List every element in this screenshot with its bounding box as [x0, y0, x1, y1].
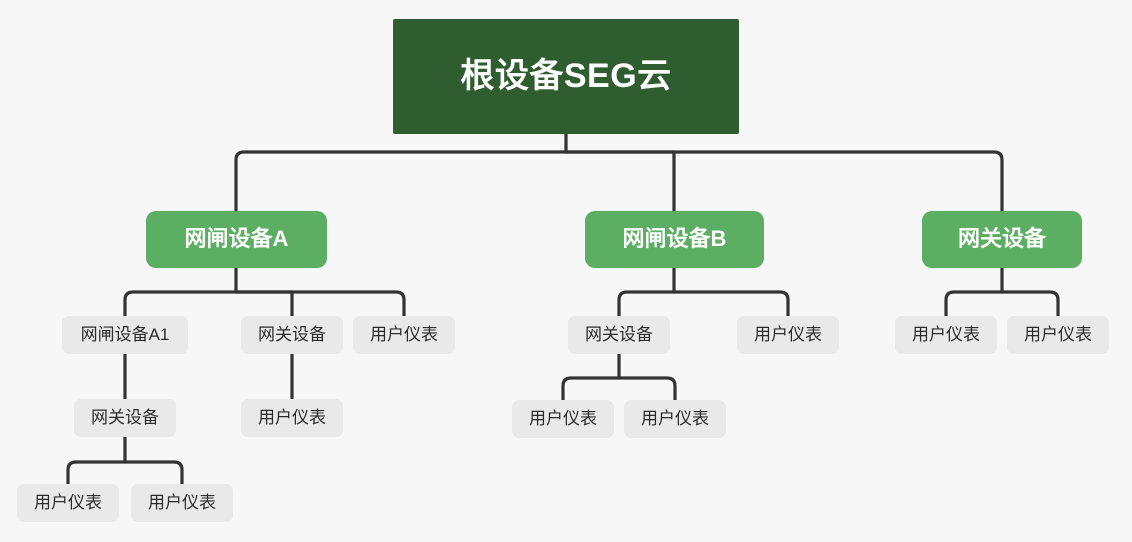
- node-leaf-b-gateway-meter-1[interactable]: 用户仪表: [512, 400, 614, 438]
- connector-b-gateway-to-meter-2: [617, 376, 677, 402]
- node-leaf-c-meter-1[interactable]: 用户仪表: [895, 316, 997, 354]
- connector-a-to-a2: [234, 290, 294, 318]
- node-leaf-b-meter[interactable]: 用户仪表: [737, 316, 839, 354]
- node-leaf-a1-gateway-meter-2[interactable]: 用户仪表: [131, 484, 233, 522]
- connector-b-to-b2: [672, 290, 790, 318]
- connector-b-gateway-to-meter-1: [561, 376, 621, 402]
- node-leaf-a1-gateway-meter-1[interactable]: 用户仪表: [17, 484, 119, 522]
- node-root-seg-cloud[interactable]: 根设备SEG云: [393, 19, 739, 134]
- connector-root-to-branch-a: [234, 150, 568, 213]
- node-leaf-c-meter-2[interactable]: 用户仪表: [1007, 316, 1109, 354]
- connector-gateway-to-meter-1: [66, 460, 127, 486]
- connector-root-to-branch-b: [564, 150, 676, 213]
- node-branch-gateway-device-b[interactable]: 网闸设备B: [585, 211, 764, 268]
- node-leaf-gateway-device-a1[interactable]: 网闸设备A1: [62, 316, 188, 354]
- connector-gateway-to-meter-2: [123, 460, 184, 486]
- node-branch-gateway-device-a[interactable]: 网闸设备A: [146, 211, 327, 268]
- connector-c-to-c1: [944, 290, 1004, 318]
- connector-c-to-c2: [1000, 290, 1060, 318]
- node-branch-gateway-device[interactable]: 网关设备: [922, 211, 1082, 268]
- node-leaf-b-gateway[interactable]: 网关设备: [568, 316, 670, 354]
- connector-a-to-a1: [123, 290, 238, 318]
- node-leaf-b-gateway-meter-2[interactable]: 用户仪表: [624, 400, 726, 438]
- node-leaf-a-meter[interactable]: 用户仪表: [353, 316, 455, 354]
- connector-a-to-a3: [234, 290, 406, 318]
- node-leaf-a1-gateway[interactable]: 网关设备: [74, 399, 176, 437]
- node-leaf-a2-meter[interactable]: 用户仪表: [241, 399, 343, 437]
- node-leaf-a-gateway[interactable]: 网关设备: [241, 316, 343, 354]
- connector-root-to-branch-c: [564, 150, 1004, 213]
- connector-b-to-b1: [617, 290, 676, 318]
